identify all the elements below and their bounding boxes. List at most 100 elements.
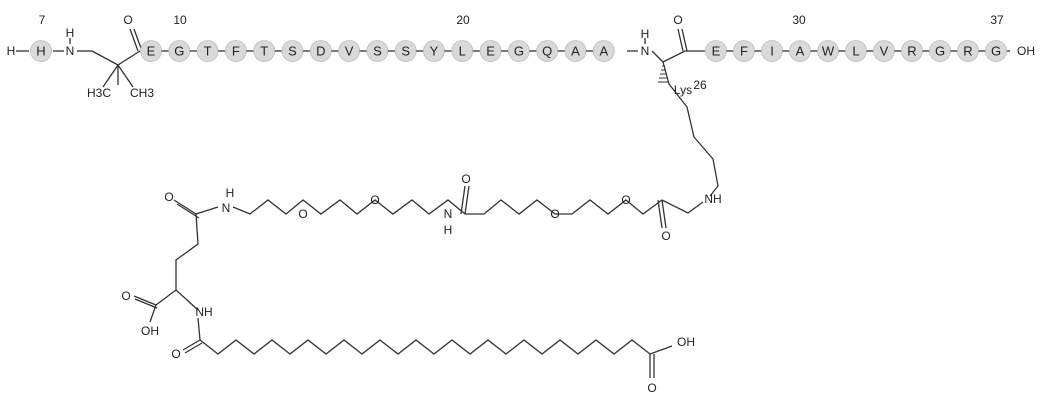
n-terminal-h: H	[7, 44, 16, 58]
residue-bead: T	[253, 40, 276, 62]
residue-bead: F	[224, 40, 247, 62]
residue-letter: G	[935, 44, 945, 59]
lys-n-label: N	[641, 44, 650, 58]
residue-letter: S	[401, 44, 410, 59]
residue-letter: W	[822, 44, 835, 59]
lys-carbonyl-o: O	[673, 13, 682, 27]
residue-number-7: 7	[39, 13, 46, 27]
residue-bead: G	[929, 40, 951, 62]
linker-amide-n-mid: N	[444, 207, 453, 221]
linker-ether-o-2: O	[550, 207, 559, 221]
residue-bead: Q	[536, 40, 559, 62]
residue-letter: D	[316, 44, 325, 59]
residue-bead: R	[901, 40, 923, 62]
residue-letter: F	[740, 44, 748, 59]
residue-bead: L	[451, 40, 474, 62]
fatty-acid-amide-o: O	[171, 347, 180, 361]
residue-bead: T	[196, 40, 219, 62]
linker-amide-h-mid: H	[444, 223, 453, 237]
linker-ether-o-4: O	[298, 207, 307, 221]
lys-label: Lys	[674, 83, 692, 97]
residue-bead: I	[761, 40, 783, 62]
linker-ether-o-3: O	[370, 193, 379, 207]
residue-letter: R	[963, 44, 972, 59]
fatty-acid-oh: OH	[677, 335, 695, 349]
residue-letter: A	[599, 44, 608, 59]
residue-letter: G	[514, 44, 524, 59]
residue-bead: G	[985, 40, 1007, 62]
residue-letter: L	[852, 44, 859, 59]
linker-amide-h-left: H	[226, 186, 235, 200]
aib-bonds	[69, 28, 143, 88]
linker-amide-o-right: O	[661, 229, 670, 243]
residue-bead: G	[168, 40, 191, 62]
residue-letter: E	[486, 44, 495, 59]
residue-bead: D	[309, 40, 332, 62]
residue-bead: H	[30, 40, 52, 62]
residue-letter: Y	[430, 44, 439, 59]
residue-bead: E	[479, 40, 502, 62]
linker-amide-o-mid: O	[461, 172, 470, 186]
aib-carbonyl-o: O	[123, 13, 132, 27]
residue-bead: E	[705, 40, 727, 62]
glu-acid-o: O	[121, 289, 130, 303]
residue-letter: E	[712, 44, 721, 59]
residue-bead: E	[140, 40, 162, 62]
residue-letter: G	[174, 44, 184, 59]
residue-letter: E	[147, 44, 156, 59]
aib-methyl-right: CH3	[130, 86, 154, 100]
glu-alpha-nh: NH	[195, 305, 212, 319]
aib-methyl-left: H3C	[87, 86, 111, 100]
residue-letter: L	[459, 44, 466, 59]
residue-letter: G	[991, 44, 1001, 59]
residue-letter: T	[260, 44, 268, 59]
c-terminal-oh: OH	[1017, 44, 1035, 58]
glu-bonds	[133, 199, 219, 323]
residue-bead: L	[845, 40, 867, 62]
fatty-acid-bonds	[182, 317, 673, 378]
residue-bead: A	[789, 40, 811, 62]
linker-amide-n-left: N	[222, 201, 231, 215]
residue-bead: W	[817, 40, 839, 62]
linker-lys-nh: NH	[704, 192, 721, 206]
residue-letter: F	[232, 44, 240, 59]
lys-bonds	[644, 28, 719, 197]
residue-bead: G	[508, 40, 530, 62]
residue-letter: S	[373, 44, 382, 59]
residue-letter: R	[907, 44, 916, 59]
lys-number: 26	[693, 78, 707, 92]
aib-n-label: N	[66, 44, 75, 58]
residue-bead: S	[394, 40, 417, 62]
residue-letter: I	[770, 44, 774, 59]
residue-number-10: 10	[173, 13, 187, 27]
residue-bead: R	[957, 40, 979, 62]
residue-bead: V	[873, 40, 895, 62]
linker-bonds	[232, 185, 704, 229]
linker-ether-o-1: O	[621, 193, 630, 207]
residue-letter: A	[796, 44, 805, 59]
residue-bead: S	[281, 40, 304, 62]
residue-letter: S	[288, 44, 297, 59]
residue-letter: H	[36, 44, 45, 59]
residue-letter: T	[204, 44, 212, 59]
residue-bead: S	[366, 40, 389, 62]
residue-letter: V	[345, 44, 354, 59]
residue-bead: A	[564, 40, 587, 62]
aib-nh-h-label: H	[66, 26, 75, 40]
residue-letter: V	[880, 44, 889, 59]
glu-gamma-o: O	[164, 190, 173, 204]
fatty-acid-acid-o: O	[647, 381, 656, 395]
glu-acid-oh: OH	[141, 324, 159, 338]
lys-nh-h-label: H	[641, 27, 650, 41]
residue-bead: A	[592, 40, 615, 62]
residue-bead: F	[733, 40, 755, 62]
residue-bead: Y	[423, 40, 445, 62]
residue-number-20: 20	[456, 13, 470, 27]
residue-letter: A	[571, 44, 580, 59]
residue-bead: V	[338, 40, 361, 62]
residue-letter: Q	[542, 44, 552, 59]
residue-number-30: 30	[792, 13, 806, 27]
residue-number-37: 37	[990, 13, 1004, 27]
